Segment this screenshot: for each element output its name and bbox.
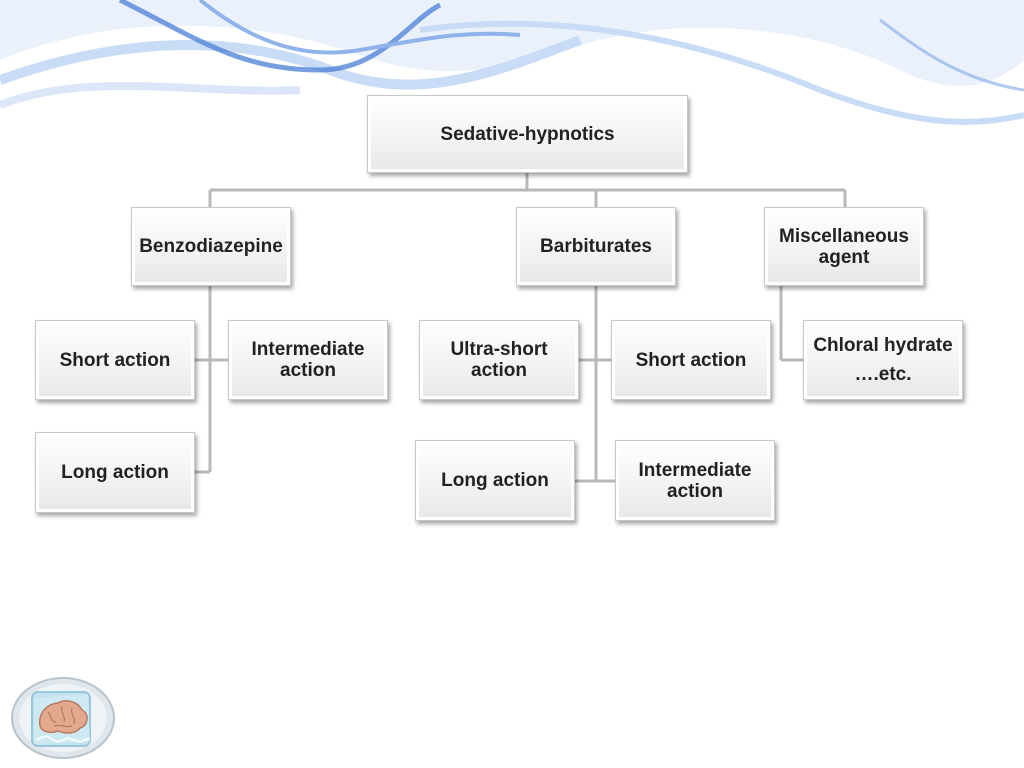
- node-label: Benzodiazepine: [139, 236, 283, 257]
- node-miscellaneous-agent: Miscellaneous agent: [764, 207, 924, 286]
- node-benzo-intermediate-action: Intermediate action: [228, 320, 388, 400]
- node-label: Miscellaneous agent: [779, 225, 909, 268]
- node-label: Intermediate action: [638, 459, 752, 502]
- node-barbiturates: Barbiturates: [516, 207, 676, 286]
- node-label: Short action: [635, 349, 747, 371]
- node-sedative-hypnotics: Sedative-hypnotics: [367, 95, 688, 173]
- node-barb-long-action: Long action: [415, 440, 575, 521]
- node-barb-ultra-short-action: Ultra-short action: [419, 320, 579, 400]
- node-label-etc: ….etc.: [854, 364, 912, 385]
- node-barb-short-action: Short action: [611, 320, 771, 400]
- node-label: Short action: [59, 349, 171, 371]
- node-label: Sedative-hypnotics: [440, 123, 615, 145]
- node-barb-intermediate-action: Intermediate action: [615, 440, 775, 521]
- node-label: Chloral hydrate: [813, 335, 953, 356]
- node-label: Long action: [61, 462, 169, 483]
- node-label: Intermediate action: [251, 339, 365, 381]
- node-label: Long action: [441, 470, 549, 491]
- node-benzo-short-action: Short action: [35, 320, 195, 400]
- wave-decoration: [0, 0, 1024, 125]
- node-benzo-long-action: Long action: [35, 432, 195, 513]
- node-benzodiazepine: Benzodiazepine: [131, 207, 291, 286]
- node-chloral-hydrate: Chloral hydrate ….etc.: [803, 320, 963, 400]
- brain-in-ice-cube-icon: [11, 677, 115, 759]
- node-label: Ultra-short action: [450, 339, 548, 381]
- node-label: Barbiturates: [540, 236, 652, 257]
